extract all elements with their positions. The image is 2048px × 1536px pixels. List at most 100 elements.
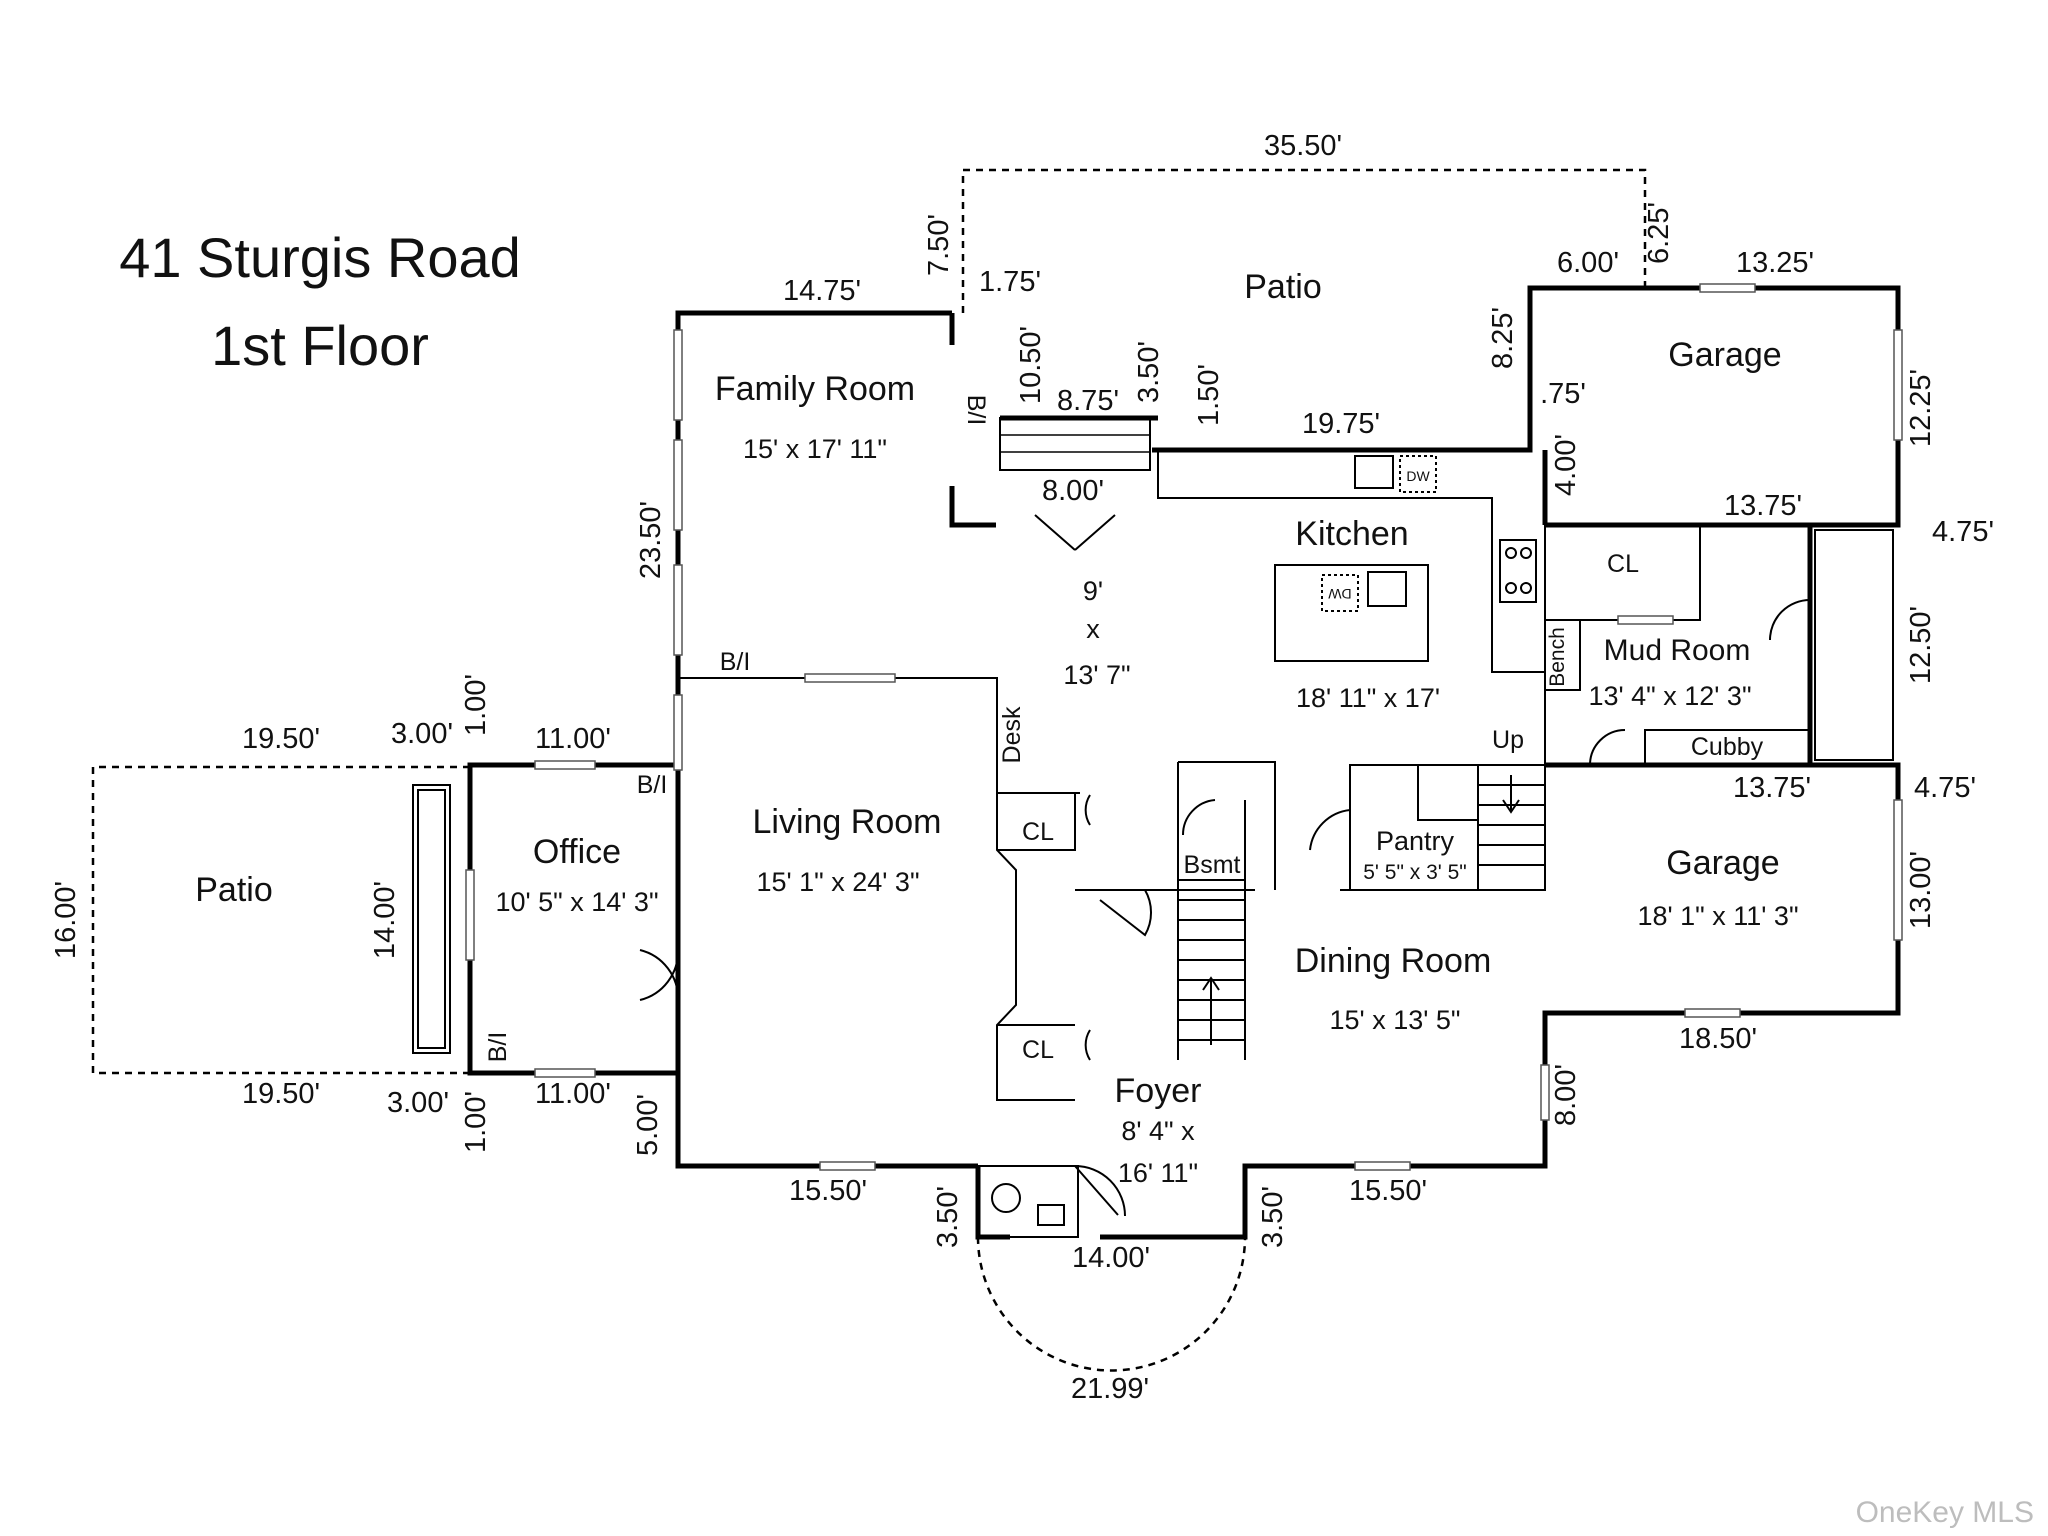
pantry-inner <box>1417 765 1478 821</box>
dim-fam-bump-width: 8.75' <box>1057 385 1119 417</box>
patio-left-steps <box>412 784 451 1054</box>
living-top-wall <box>678 677 998 793</box>
living-room-label: Living Room <box>753 803 942 841</box>
family-room-right-wall-lower <box>949 486 996 528</box>
builtin-label-office-top: B/I <box>637 771 668 799</box>
dim-living-offset: 5.00' <box>632 1094 664 1156</box>
dim-patio-top-width: 35.50' <box>1264 130 1342 162</box>
garage-bottom-label: Garage <box>1666 844 1779 882</box>
patio-top-label: Patio <box>1244 268 1322 306</box>
dim-dining-right: 8.00' <box>1550 1064 1582 1126</box>
foyer-label: Foyer <box>1115 1072 1202 1110</box>
dim-office-bottom: 11.00' <box>535 1078 611 1110</box>
dim-office-offset-top: 1.00' <box>460 674 492 736</box>
island-dishwasher <box>1321 574 1359 612</box>
dim-garage-small: .75' <box>1540 378 1586 410</box>
basement-stairs <box>1178 879 1245 1045</box>
dim-garage-bottom-width: 13.75' <box>1724 490 1802 522</box>
garage-bottom-size: 18' 1" x 11' 3" <box>1637 901 1798 931</box>
window-seat <box>999 417 1151 471</box>
dim-garage-right: 12.25' <box>1905 369 1937 447</box>
patio-top-outline <box>961 168 1647 313</box>
dim-patio-top-right: 6.25' <box>1643 202 1675 264</box>
dim-kitchen-step: 1.50' <box>1193 364 1225 426</box>
dim-office-step-bottom: 3.00' <box>387 1087 449 1119</box>
dim-office-offset-bottom: 1.00' <box>460 1091 492 1153</box>
island-dishwasher-label: DW <box>1328 586 1352 602</box>
basement-label: Bsmt <box>1184 851 1241 879</box>
garage-stairs-box <box>1814 529 1894 761</box>
dim-office-step-top: 3.00' <box>391 718 453 750</box>
dim-fam-left: 23.50' <box>635 501 667 579</box>
bay-window-arc <box>976 1236 1247 1372</box>
dim-mud-right-offset: 4.75' <box>1932 516 1994 548</box>
kitchen-size: 18' 11" x 17' <box>1296 683 1440 713</box>
up-stairs <box>1477 764 1546 891</box>
dim-garage2-top: 13.75' <box>1733 772 1811 804</box>
builtin-label-family: B/I <box>962 395 990 426</box>
office-size: 10' 5" x 14' 3" <box>495 887 658 917</box>
closet-label-kitchen: CL <box>1607 550 1639 578</box>
pantry-size: 5' 5" x 3' 5" <box>1363 861 1466 884</box>
patio-left-outline <box>91 765 470 1075</box>
dim-garage-top-width: 13.25' <box>1736 247 1814 279</box>
dim-office-top: 11.00' <box>535 723 611 755</box>
mud-room-right-wall <box>1807 525 1898 768</box>
powder-sink <box>1037 1204 1065 1226</box>
hall-size-2: x <box>1086 614 1100 644</box>
dim-patio-left-height: 16.00' <box>50 881 82 959</box>
dim-fam-bump-inner: 8.00' <box>1042 475 1104 507</box>
dim-dining-bottom: 15.50' <box>1349 1175 1427 1207</box>
bench-box <box>1545 619 1581 691</box>
dim-garage2-bottom: 18.50' <box>1679 1023 1757 1055</box>
mud-room-label: Mud Room <box>1604 634 1751 667</box>
watermark: OneKey MLS <box>1855 1496 2034 1529</box>
bench-label: Bench <box>1546 627 1569 687</box>
kitchen-cabinet-line <box>1157 450 1545 673</box>
builtin-label-living: B/I <box>720 648 751 676</box>
dim-fam-top: 14.75' <box>783 275 861 307</box>
pantry-label: Pantry <box>1376 826 1455 856</box>
dim-office-height: 14.00' <box>369 881 401 959</box>
kitchen-dishwasher <box>1399 455 1437 493</box>
range <box>1499 539 1537 603</box>
island-sink <box>1367 571 1407 607</box>
office-walls <box>467 762 678 1076</box>
dim-fam-right: 10.50' <box>1015 326 1047 404</box>
family-room-size: 15' x 17' 11" <box>743 434 887 464</box>
dim-bay-arc: 21.99' <box>1071 1373 1149 1405</box>
kitchen-sink <box>1354 455 1394 489</box>
dim-patio-top-left: 7.50' <box>923 214 955 276</box>
patio-left-label: Patio <box>195 871 273 909</box>
dining-room-size: 15' x 13' 5" <box>1330 1005 1461 1035</box>
dim-garage2-offset: 4.75' <box>1914 772 1976 804</box>
dim-garage-inner: 4.00' <box>1550 434 1582 496</box>
office-label: Office <box>533 833 621 871</box>
closet-dividers <box>997 793 1255 1026</box>
living-room-size: 15' 1" x 24' 3" <box>756 867 919 897</box>
dim-garage-step-width: 6.00' <box>1557 247 1619 279</box>
closet-label-living-top: CL <box>1022 818 1054 846</box>
family-room-label: Family Room <box>715 370 915 408</box>
foyer-size-1: 8' 4" x <box>1121 1116 1195 1146</box>
garage-top-label: Garage <box>1668 336 1781 374</box>
dining-room-label: Dining Room <box>1295 942 1492 980</box>
closet-label-living-bottom: CL <box>1022 1036 1054 1064</box>
dim-fam-left-notch: 1.75' <box>979 266 1041 298</box>
cubby-label: Cubby <box>1691 733 1764 761</box>
mud-room-size: 13' 4" x 12' 3" <box>1588 681 1751 711</box>
kitchen-label: Kitchen <box>1295 515 1408 553</box>
dim-garage2-right: 13.00' <box>1905 851 1937 929</box>
plan-title: 41 Sturgis Road <box>119 226 521 289</box>
hall-size-3: 13' 7" <box>1063 660 1130 690</box>
dim-garage-step-height: 8.25' <box>1487 307 1519 369</box>
dim-patio-left-top: 19.50' <box>242 723 320 755</box>
dim-entry-left: 3.50' <box>932 1186 964 1248</box>
desk-label: Desk <box>998 706 1026 763</box>
dishwasher-label: DW <box>1406 468 1430 484</box>
dim-mud-right: 12.50' <box>1905 606 1937 684</box>
up-label: Up <box>1492 726 1524 754</box>
mud-room-walls <box>1544 525 1810 765</box>
toilet-fixture <box>991 1183 1021 1213</box>
